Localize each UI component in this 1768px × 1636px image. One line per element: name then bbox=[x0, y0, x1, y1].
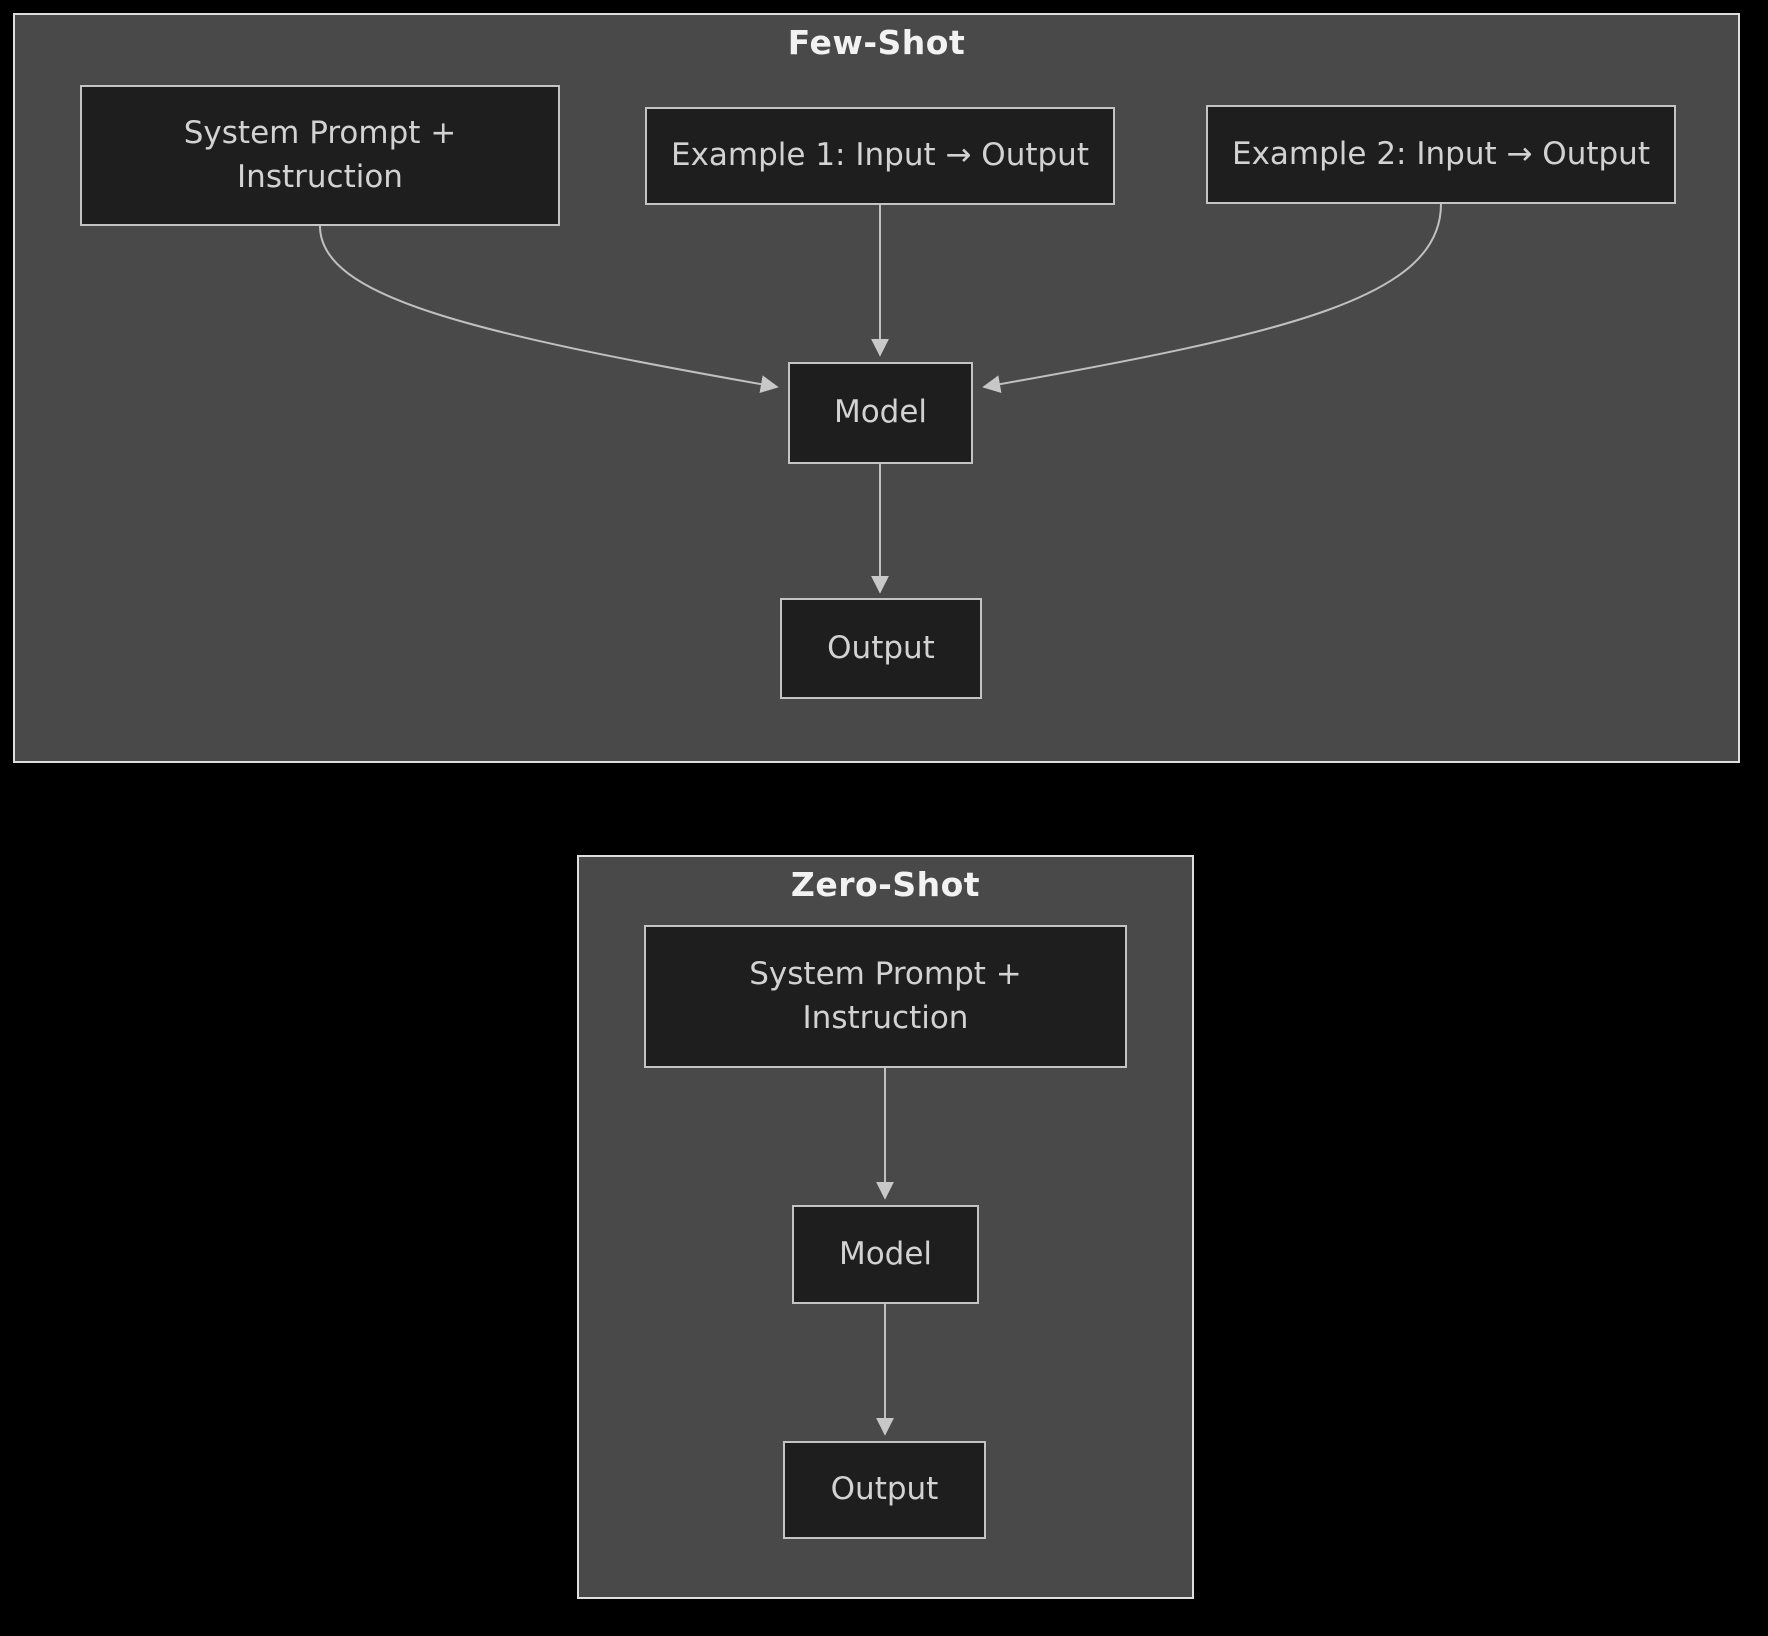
node-model-label: Model bbox=[833, 394, 928, 431]
node-output-label: Output bbox=[827, 629, 935, 666]
node-system-prompt: System Prompt + Instruction bbox=[80, 85, 560, 226]
node-example-2-label: Example 2: Input → Output bbox=[1231, 135, 1650, 172]
node-system-prompt-label: System Prompt + Instruction bbox=[183, 115, 457, 195]
few-shot-section: Few-Shot System Prompt + Instruction Exa… bbox=[13, 13, 1740, 763]
node-output-label: Output bbox=[830, 1471, 939, 1508]
node-output: Output bbox=[780, 598, 982, 699]
node-example-1: Example 1: Input → Output bbox=[645, 107, 1115, 205]
edge-example-2-to-model bbox=[982, 203, 1442, 394]
few-shot-title: Few-Shot bbox=[787, 23, 966, 62]
node-model-label: Model bbox=[838, 1235, 933, 1272]
edge-system-prompt-to-model bbox=[319, 225, 779, 394]
node-model: Model bbox=[792, 1205, 979, 1304]
node-system-prompt-label: System Prompt + Instruction bbox=[749, 956, 1022, 1036]
node-system-prompt: System Prompt + Instruction bbox=[644, 925, 1127, 1068]
zero-shot-section: Zero-Shot System Prompt + Instruction Mo… bbox=[577, 855, 1194, 1599]
node-example-2: Example 2: Input → Output bbox=[1206, 105, 1676, 204]
node-output: Output bbox=[783, 1441, 986, 1539]
zero-shot-title: Zero-Shot bbox=[790, 865, 981, 904]
node-example-1-label: Example 1: Input → Output bbox=[670, 137, 1089, 174]
node-model: Model bbox=[788, 362, 973, 464]
